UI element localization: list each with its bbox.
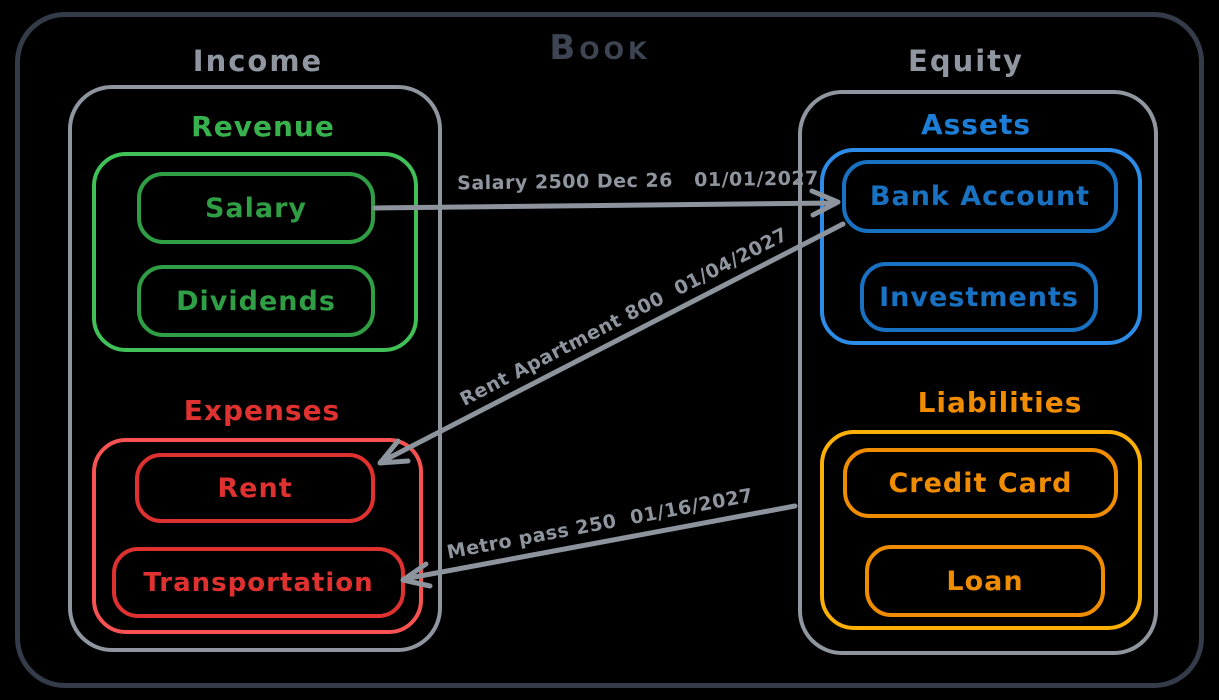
credit-card-box-label: Credit Card: [888, 467, 1073, 499]
bank-account-box-label: Bank Account: [869, 181, 1091, 212]
bank-account-box: Bank Account: [842, 160, 1118, 233]
transportation-box-label: Transportation: [143, 567, 374, 598]
investments-box: Investments: [860, 262, 1098, 332]
revenue-label: Revenue: [191, 110, 335, 143]
investments-box-label: Investments: [879, 281, 1079, 313]
assets-label: Assets: [920, 108, 1032, 141]
loan-box: Loan: [865, 545, 1105, 617]
book-frame: [15, 12, 1204, 688]
rent-box: Rent: [135, 453, 375, 523]
liabilities-group: [820, 430, 1142, 630]
income-label: Income: [192, 44, 324, 78]
dividends-box-label: Dividends: [176, 285, 336, 317]
dividends-box: Dividends: [137, 265, 375, 337]
diagram-title: Book: [549, 28, 651, 68]
salary-box-label: Salary: [204, 192, 308, 224]
credit-card-box: Credit Card: [843, 448, 1118, 518]
liabilities-label: Liabilities: [917, 386, 1083, 419]
salary-box: Salary: [137, 172, 375, 244]
equity-label: Equity: [908, 44, 1024, 78]
loan-box-label: Loan: [946, 565, 1024, 597]
rent-box-label: Rent: [217, 472, 293, 504]
expenses-label: Expenses: [183, 394, 341, 427]
transportation-box: Transportation: [112, 547, 405, 618]
